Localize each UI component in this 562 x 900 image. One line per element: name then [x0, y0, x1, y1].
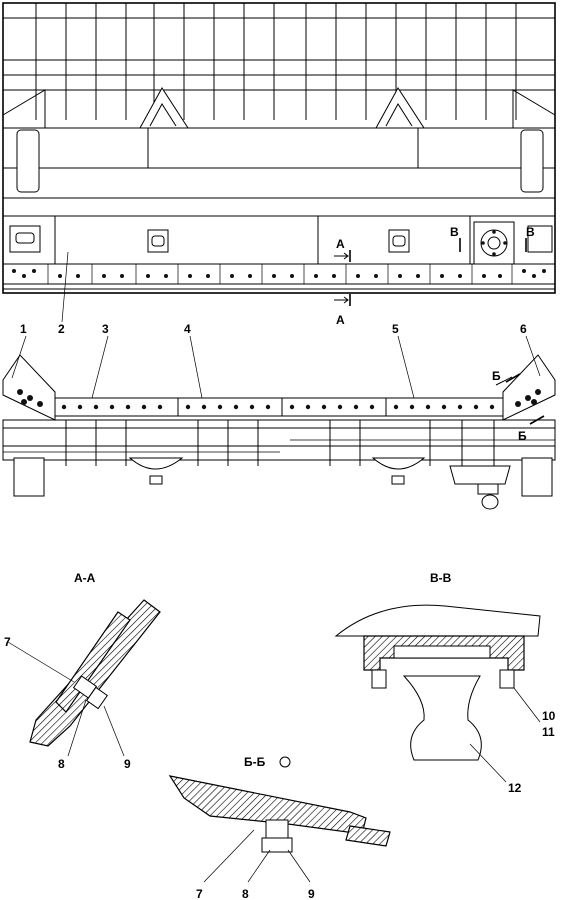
- plan-view: Б Б: [2, 354, 556, 510]
- main-beam: [2, 127, 556, 169]
- front-view: А А В В: [2, 2, 556, 327]
- plan-right-hitch: [371, 457, 426, 470]
- section-a-marks: А А: [334, 237, 351, 327]
- right-wheel: [520, 129, 544, 193]
- section-aa-title: А-А: [74, 571, 96, 585]
- bb-label-9: 9: [308, 887, 315, 900]
- plan-right-wheel: [521, 457, 553, 497]
- plan-left-hitch: [128, 457, 184, 470]
- section-bb-plate: [168, 775, 367, 835]
- section-v-label-right: В: [526, 225, 535, 239]
- right-end-blade: [502, 354, 556, 421]
- plan-left-wheel: [13, 457, 45, 497]
- grid-bars: [3, 3, 555, 120]
- part-label-6: 6: [520, 322, 527, 336]
- part-label-2: 2: [58, 322, 65, 336]
- section-bb-view: Б-Б 7 8 9: [168, 755, 391, 900]
- bb-label-8: 8: [242, 887, 249, 900]
- left-bracket: [9, 225, 41, 253]
- section-v-label-left: В: [450, 225, 459, 239]
- part-label-4: 4: [184, 322, 191, 336]
- left-wheel: [16, 129, 40, 193]
- section-a-label-bottom: А: [336, 313, 345, 327]
- vv-label-11: 11: [542, 725, 555, 739]
- vv-label-12: 12: [508, 781, 522, 795]
- section-a-label-top: А: [336, 237, 345, 251]
- section-aa-plate: [29, 599, 161, 747]
- vv-label-10: 10: [542, 709, 556, 723]
- section-vv-view: В-В 10 11 12: [334, 571, 556, 795]
- part-label-3: 3: [102, 322, 109, 336]
- left-end-blade: [2, 354, 56, 421]
- section-aa-view: А-А 7 8 9: [4, 571, 161, 771]
- part-callouts: 1 2 3 4 5 6: [11, 251, 541, 399]
- section-b-label-bottom: Б: [518, 429, 527, 443]
- section-vv-title: В-В: [430, 571, 452, 585]
- section-v-marks: В В: [450, 225, 535, 252]
- front-view-frame: [2, 2, 556, 294]
- bb-label-7: 7: [196, 887, 203, 900]
- rotor-flange: [473, 221, 515, 265]
- blade-row: [2, 263, 556, 285]
- section-bb-title: Б-Б: [244, 755, 266, 769]
- aa-label-9: 9: [124, 757, 131, 771]
- part-label-1: 1: [20, 322, 27, 336]
- aa-label-8: 8: [58, 757, 65, 771]
- section-b-marks: Б Б: [492, 369, 545, 443]
- section-b-label-top: Б: [492, 369, 501, 383]
- section-bb-symbol: [279, 756, 291, 768]
- blade-strip: [54, 397, 504, 417]
- section-vv-housing: [334, 604, 541, 637]
- plan-rotor: [449, 465, 511, 485]
- aa-label-7: 7: [4, 635, 11, 649]
- section-vv-bearing: [402, 675, 482, 761]
- part-label-5: 5: [392, 322, 399, 336]
